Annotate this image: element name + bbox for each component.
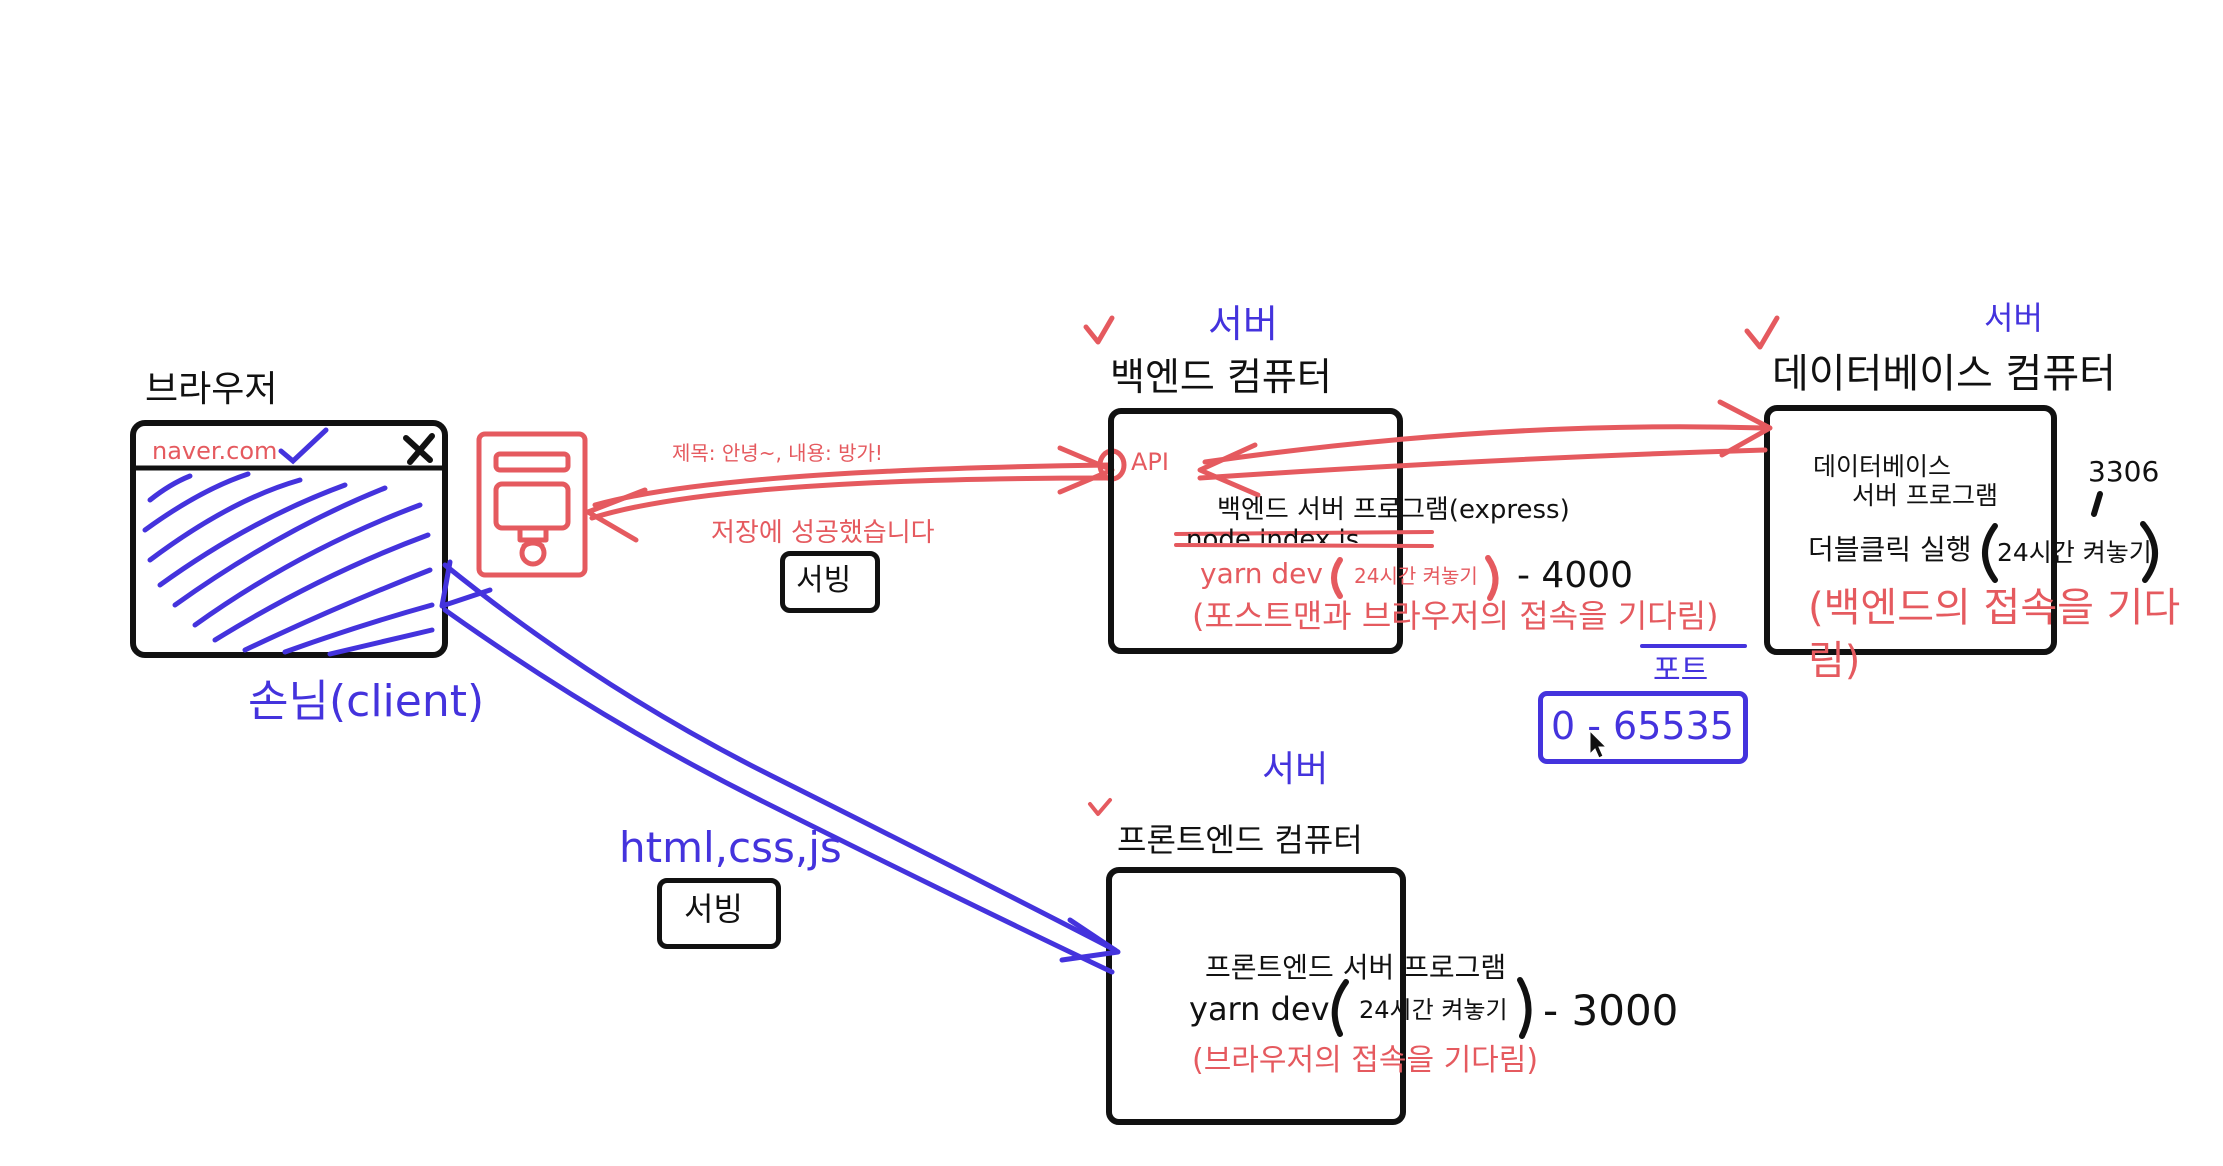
- database-run: 더블클릭 실행: [1808, 533, 1972, 566]
- backend-port: - 4000: [1517, 555, 1634, 596]
- database-always-on-brackets: [1982, 491, 2158, 583]
- browser-hatching: [142, 471, 435, 657]
- frontend-serving-badge: [657, 878, 781, 949]
- database-waiting-line1: (백엔드의 접속을 기다: [1808, 585, 2181, 631]
- frontend-always-on: 24시간 켜놓기: [1359, 996, 1508, 1024]
- backend-always-on-brackets: [1331, 555, 1499, 601]
- port-label: 포트: [1653, 653, 1709, 688]
- browser-title: 브라우저: [145, 369, 278, 410]
- backend-command: yarn dev: [1200, 557, 1323, 590]
- database-server-tag: 서버: [1984, 299, 2043, 337]
- frontend-waiting: (브라우저의 접속을 기다림): [1192, 1043, 1539, 1078]
- backend-struck-command: node index.js: [1186, 527, 1360, 543]
- frontend-title: 프론트엔드 컴퓨터: [1117, 821, 1363, 859]
- port-range: 0 - 65535: [1551, 704, 1734, 748]
- database-check-icon: [1744, 315, 1780, 350]
- frontend-server-tag: 서버: [1262, 749, 1329, 790]
- backend-check-icon: [1083, 315, 1115, 345]
- postman-phone-icon: [476, 431, 588, 578]
- client-caption: 손님(client): [248, 676, 485, 727]
- backend-database-arrow: [1197, 399, 1773, 498]
- frontend-serving-label: 서빙: [684, 890, 743, 928]
- database-box: [1764, 405, 2057, 655]
- frontend-port: - 3000: [1543, 986, 1679, 1035]
- browser-url: naver.com: [152, 437, 278, 465]
- browser-window-frame: [130, 420, 448, 658]
- response-message: 저장에 성공했습니다: [711, 518, 935, 548]
- backend-title: 백엔드 컴퓨터: [1110, 355, 1332, 399]
- frontend-always-on-brackets: [1331, 977, 1532, 1039]
- postman-backend-arrow: [585, 445, 1115, 543]
- frontend-command: yarn dev: [1189, 990, 1330, 1028]
- backend-server-tag: 서버: [1208, 302, 1278, 346]
- browser-frontend-arrow: [439, 559, 1121, 975]
- port-range-box: [1538, 691, 1748, 764]
- url-check-icon: [278, 427, 329, 465]
- backend-waiting: (포스트맨과 브라우저의 접속을 기다림): [1192, 597, 1719, 635]
- database-title: 데이터베이스 컴퓨터: [1772, 351, 2116, 397]
- backend-always-on: 24시간 켜놓기: [1354, 564, 1478, 588]
- database-program-line1: 데이터베이스: [1813, 452, 1952, 481]
- backend-api-label: API: [1131, 448, 1169, 476]
- request-payload: 제목: 안녕~, 내용: 방가!: [672, 441, 883, 465]
- frontend-assets-label: html,css,js: [619, 823, 842, 872]
- backend-serving-badge: [780, 551, 880, 613]
- database-port: 3306: [2088, 455, 2160, 488]
- database-program-line2: 서버 프로그램: [1852, 481, 1998, 510]
- mouse-cursor-icon: [1589, 729, 1608, 759]
- node-index-strikethrough: [1174, 530, 1434, 548]
- frontend-box: [1106, 867, 1406, 1125]
- frontend-check-icon: [1088, 798, 1112, 816]
- database-always-on: 24시간 켜놓기: [1997, 538, 2152, 567]
- browser-close-icon: [403, 433, 435, 465]
- database-waiting-line2: 림): [1808, 638, 1861, 684]
- frontend-program: 프론트엔드 서버 프로그램: [1205, 951, 1507, 984]
- backend-serving-label: 서빙: [796, 563, 852, 598]
- backend-program: 백엔드 서버 프로그램(express): [1217, 495, 1570, 525]
